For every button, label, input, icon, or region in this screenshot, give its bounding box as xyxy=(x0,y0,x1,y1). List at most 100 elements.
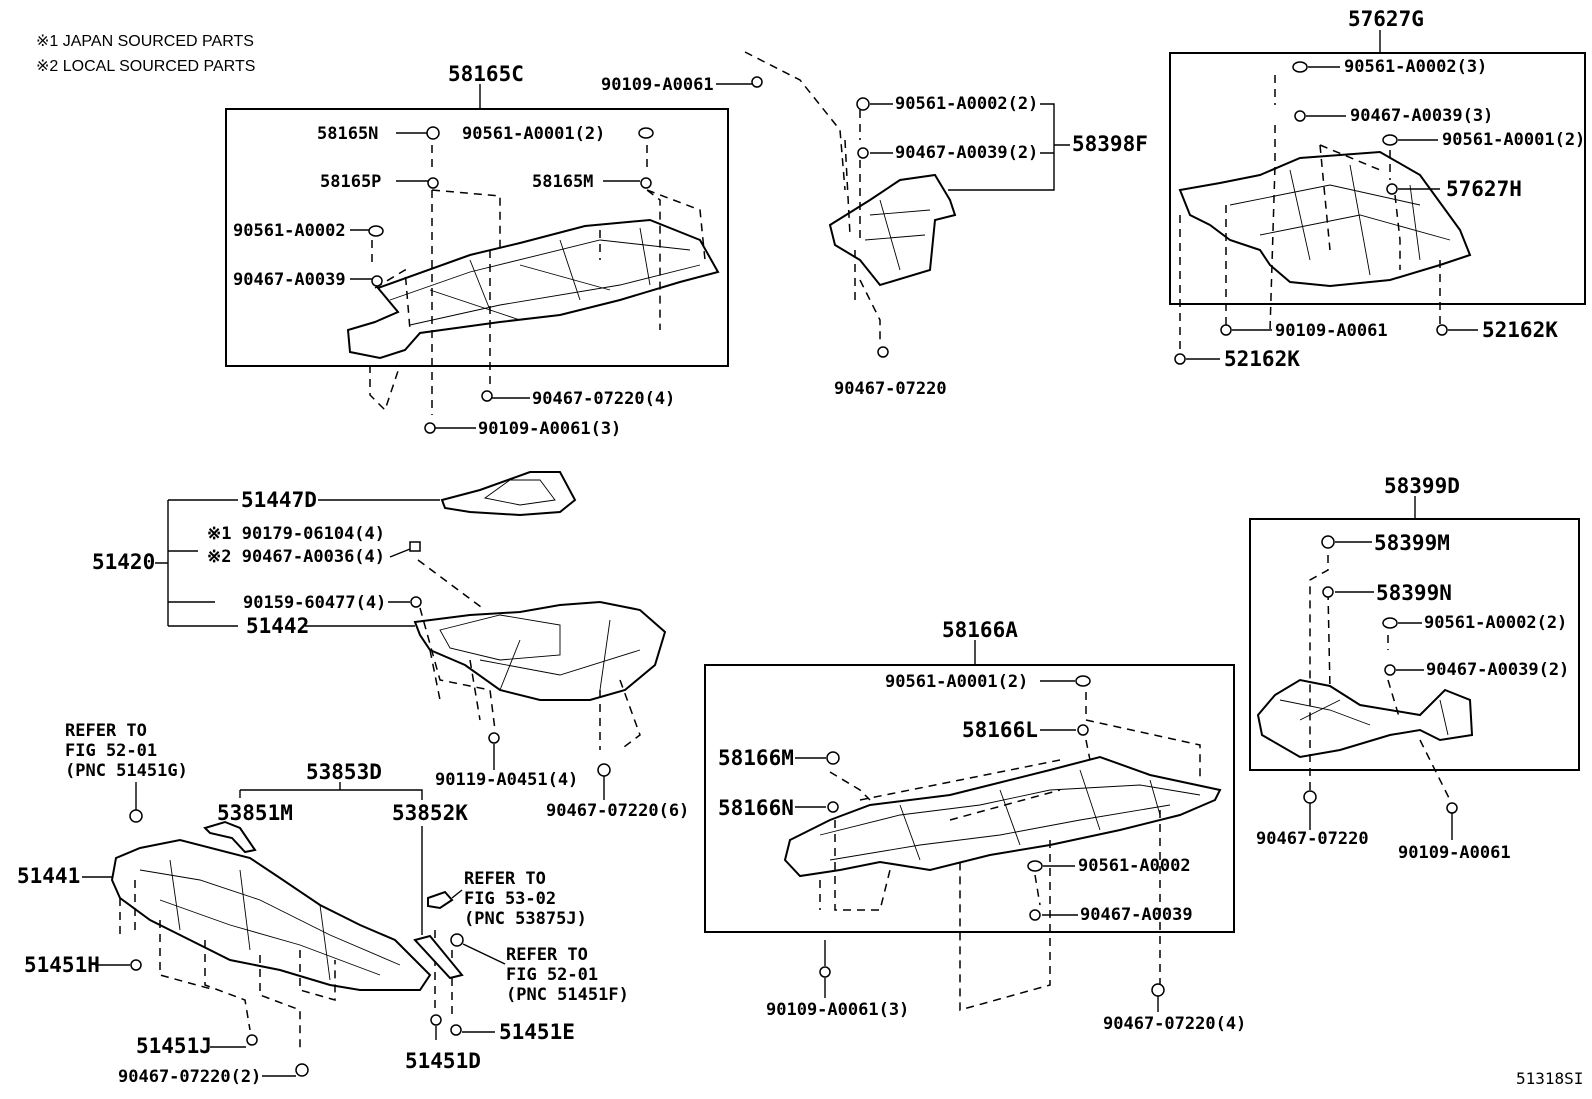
ref-note-line[interactable]: REFER TO xyxy=(65,721,147,741)
ref-note-line[interactable]: FIG 52-01 xyxy=(65,741,157,761)
undercover-57627G xyxy=(1178,150,1472,288)
part-label-90467-07220[interactable]: 90467-07220 xyxy=(834,379,947,399)
part-label-51451J[interactable]: 51451J xyxy=(136,1034,212,1058)
screw-icon xyxy=(129,809,143,823)
clip-53875J xyxy=(427,890,454,910)
part-label-90119-A0451-4[interactable]: 90119-A0451(4) xyxy=(435,770,578,790)
nut-icon xyxy=(409,541,421,552)
clip-icon xyxy=(640,177,652,189)
part-label-58165C[interactable]: 58165C xyxy=(448,62,524,86)
note-local-sourced: ※2 LOCAL SOURCED PARTS xyxy=(36,58,255,75)
clip-icon xyxy=(1382,134,1398,146)
ref-note-line[interactable]: (PNC 51451F) xyxy=(506,985,629,1005)
part-label-90561-A0002[interactable]: 90561-A0002 xyxy=(1078,856,1191,876)
part-label-52162K[interactable]: 52162K xyxy=(1482,318,1558,342)
part-label-90561-A0001-2[interactable]: 90561-A0001(2) xyxy=(1442,130,1585,150)
part-label-90467-A0039-2[interactable]: 90467-A0039(2) xyxy=(1426,660,1569,680)
part-label-90109-A0061-3[interactable]: 90109-A0061(3) xyxy=(766,1000,909,1020)
part-label-58166A[interactable]: 58166A xyxy=(942,618,1018,642)
screw-icon xyxy=(877,346,889,358)
part-label-53852K[interactable]: 53852K xyxy=(392,801,468,825)
part-label-58399N[interactable]: 58399N xyxy=(1376,581,1452,605)
part-label-58166N[interactable]: 58166N xyxy=(718,796,794,820)
part-label-90467-A0039-2[interactable]: 90467-A0039(2) xyxy=(895,143,1038,163)
screw-icon xyxy=(450,933,464,947)
group-58398F: 90109-A0061 90561-A0002(2) 90467-A0039(2… xyxy=(601,51,1148,399)
part-label-58165N[interactable]: 58165N xyxy=(317,124,378,144)
clip-icon xyxy=(1077,724,1089,736)
part-label-58399D[interactable]: 58399D xyxy=(1384,474,1460,498)
part-label-90467-07220-4[interactable]: 90467-07220(4) xyxy=(1103,1014,1246,1034)
part-label-51451H[interactable]: 51451H xyxy=(24,953,100,977)
part-label-58165M[interactable]: 58165M xyxy=(532,172,593,192)
ref-note-line[interactable]: REFER TO xyxy=(464,869,546,889)
part-label-57627H[interactable]: 57627H xyxy=(1446,177,1522,201)
part-label-51451D[interactable]: 51451D xyxy=(405,1049,481,1073)
group-51420: 51420 51447D ※1 90179-06104(4) ※2 90467-… xyxy=(92,471,689,821)
clip-icon xyxy=(856,97,870,111)
part-label-90109-A0061[interactable]: 90109-A0061 xyxy=(601,75,714,95)
part-label-90179-06104-4[interactable]: ※1 90179-06104(4) xyxy=(207,524,385,544)
part-label-58399M[interactable]: 58399M xyxy=(1374,531,1450,555)
ref-note-line[interactable]: (PNC 51451G) xyxy=(65,761,188,781)
part-label-90467-A0036-4[interactable]: ※2 90467-A0036(4) xyxy=(207,547,385,567)
part-label-90561-A0001-2[interactable]: 90561-A0001(2) xyxy=(885,672,1028,692)
undercover-58165C xyxy=(346,218,720,360)
part-label-90467-A0039[interactable]: 90467-A0039 xyxy=(233,270,346,290)
part-label-90561-A0002-2[interactable]: 90561-A0002(2) xyxy=(1424,613,1567,633)
part-label-90467-A0039[interactable]: 90467-A0039 xyxy=(1080,905,1193,925)
clip-icon xyxy=(1292,61,1308,73)
clip-icon xyxy=(857,147,869,159)
part-label-58166L[interactable]: 58166L xyxy=(962,718,1038,742)
part-label-90561-A0001-2[interactable]: 90561-A0001(2) xyxy=(462,124,605,144)
screw-icon xyxy=(295,1063,309,1077)
clip-icon xyxy=(1322,586,1334,598)
part-label-90109-A0061[interactable]: 90109-A0061 xyxy=(1275,321,1388,341)
group-57627G: 57627G 90561-A0002(3) 90467-A0039(3) 905… xyxy=(1169,7,1586,371)
part-label-90467-07220[interactable]: 90467-07220 xyxy=(1256,829,1369,849)
screw-icon xyxy=(1151,983,1165,997)
part-label-90467-07220-6[interactable]: 90467-07220(6) xyxy=(546,801,689,821)
cover-51447D xyxy=(440,471,577,517)
clip-icon xyxy=(1386,183,1398,195)
part-label-90109-A0061-3[interactable]: 90109-A0061(3) xyxy=(478,419,621,439)
screw-icon xyxy=(1220,324,1232,336)
part-label-90109-A0061[interactable]: 90109-A0061 xyxy=(1398,843,1511,863)
part-label-90467-A0039-3[interactable]: 90467-A0039(3) xyxy=(1350,106,1493,126)
figure-number: 51318SI xyxy=(1516,1069,1583,1088)
ref-note-line[interactable]: REFER TO xyxy=(506,945,588,965)
screw-icon xyxy=(246,1034,258,1046)
part-label-51442[interactable]: 51442 xyxy=(246,614,309,638)
part-label-53853D[interactable]: 53853D xyxy=(306,760,382,784)
clip-icon xyxy=(826,751,840,765)
part-label-53851M[interactable]: 53851M xyxy=(217,801,293,825)
screw-icon xyxy=(597,763,611,777)
note-japan-sourced: ※1 JAPAN SOURCED PARTS xyxy=(36,33,254,50)
ref-note-line[interactable]: FIG 52-01 xyxy=(506,965,598,985)
part-label-51420[interactable]: 51420 xyxy=(92,550,155,574)
part-label-51451E[interactable]: 51451E xyxy=(499,1020,575,1044)
part-label-51441[interactable]: 51441 xyxy=(17,864,80,888)
part-label-90561-A0002[interactable]: 90561-A0002 xyxy=(233,221,346,241)
part-label-58165P[interactable]: 58165P xyxy=(320,172,381,192)
part-label-90467-07220-2[interactable]: 90467-07220(2) xyxy=(118,1067,261,1087)
part-label-90561-A0002-2[interactable]: 90561-A0002(2) xyxy=(895,94,1038,114)
screw-icon xyxy=(424,422,436,434)
screw-icon xyxy=(819,966,831,978)
part-label-90159-60477-4[interactable]: 90159-60477(4) xyxy=(243,593,386,613)
screw-icon xyxy=(1436,324,1448,336)
part-label-52162K[interactable]: 52162K xyxy=(1224,347,1300,371)
clip-icon xyxy=(1029,909,1041,921)
part-label-58166M[interactable]: 58166M xyxy=(718,746,794,770)
group-58399D: 58399D 58399M 58399N 90561-A0002(2) 9046… xyxy=(1249,474,1580,863)
part-label-51447D[interactable]: 51447D xyxy=(241,488,317,512)
part-label-57627G[interactable]: 57627G xyxy=(1348,7,1424,31)
part-label-58398F[interactable]: 58398F xyxy=(1072,132,1148,156)
ref-note-line[interactable]: (PNC 53875J) xyxy=(464,909,587,929)
part-label-90467-07220-4[interactable]: 90467-07220(4) xyxy=(532,389,675,409)
clip-icon xyxy=(827,801,839,813)
clip-icon xyxy=(1294,110,1306,122)
part-label-90561-A0002-3[interactable]: 90561-A0002(3) xyxy=(1344,57,1487,77)
ref-note-line[interactable]: FIG 53-02 xyxy=(464,889,556,909)
